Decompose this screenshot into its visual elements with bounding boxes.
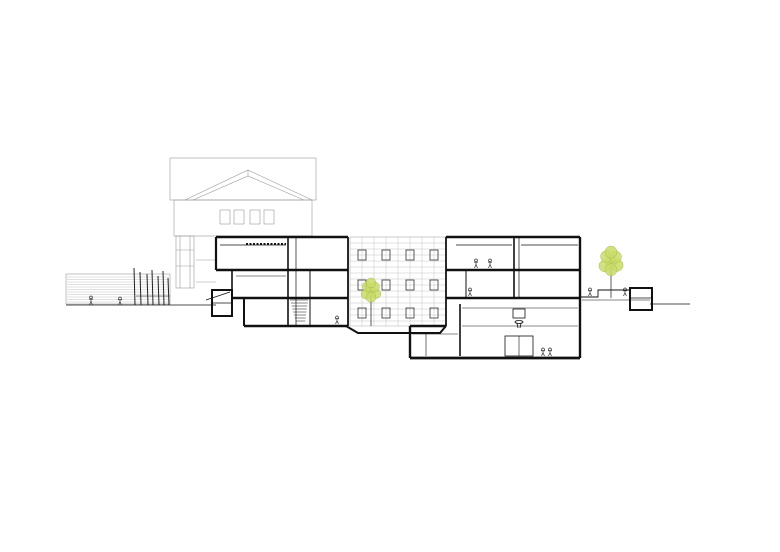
person-icon xyxy=(474,258,478,269)
courtyard-window xyxy=(429,249,439,261)
tree-icon xyxy=(360,245,624,326)
courtyard-window xyxy=(381,279,391,291)
ground-line xyxy=(66,303,690,306)
people-figures xyxy=(89,258,627,357)
person-icon xyxy=(118,296,122,306)
tree-canopy xyxy=(365,277,377,289)
fence-post xyxy=(146,273,149,306)
fence-post xyxy=(157,275,160,306)
fence-post xyxy=(151,269,154,306)
person-icon xyxy=(89,295,93,306)
courtyard-window xyxy=(357,307,367,319)
elevation-tower xyxy=(175,235,195,289)
courtyard-window xyxy=(405,307,415,319)
courtyard-facade xyxy=(345,236,447,334)
person-icon xyxy=(488,258,492,269)
tree-canopy xyxy=(604,245,618,259)
person-icon xyxy=(335,315,339,325)
courtyard-window xyxy=(429,307,439,319)
basketball-hoop-icon xyxy=(512,308,526,329)
courtyard-window xyxy=(405,249,415,261)
courtyard-window xyxy=(429,279,439,291)
person-icon xyxy=(468,287,472,297)
elevation-upper-wall xyxy=(173,199,313,237)
tree-canopy xyxy=(604,263,618,276)
courtyard-window xyxy=(381,249,391,261)
person-icon xyxy=(541,347,545,357)
courtyard-window xyxy=(357,249,367,261)
person-icon xyxy=(548,347,552,357)
courtyard-window xyxy=(381,307,391,319)
courtyard-window xyxy=(405,279,415,291)
elevation-roof-block xyxy=(169,157,317,201)
fence-post xyxy=(162,270,165,306)
left-fence-posts xyxy=(133,267,170,306)
fence-post xyxy=(167,277,170,306)
fence-post xyxy=(133,267,136,306)
left-wing-section xyxy=(205,235,349,328)
person-icon xyxy=(588,287,592,297)
stair-icon xyxy=(290,299,308,322)
tree-canopy xyxy=(365,292,377,303)
fence-post xyxy=(139,271,142,306)
existing-building-elevation xyxy=(169,157,317,289)
right-wing-section xyxy=(408,235,653,360)
person-icon xyxy=(623,287,627,297)
elevation-windows xyxy=(219,209,275,225)
